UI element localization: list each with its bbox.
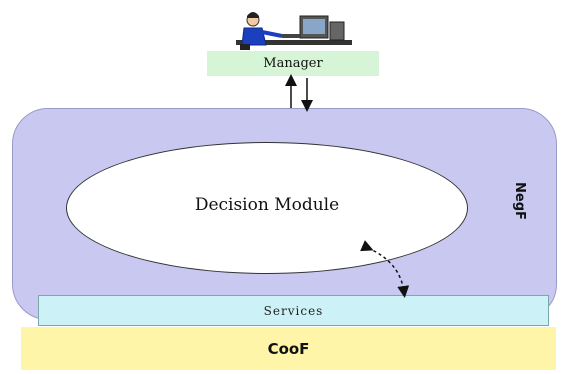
services-box: Services: [38, 295, 549, 326]
manager-box: Manager: [207, 51, 379, 76]
computer-tower-icon: [329, 21, 345, 41]
decision-module-label: Decision Module: [194, 195, 340, 215]
coof-label: CooF: [267, 339, 310, 358]
desk-icon: [236, 40, 352, 45]
services-label: Services: [263, 303, 324, 318]
person-body-icon: [241, 27, 267, 46]
manager-label: Manager: [263, 56, 323, 71]
person-hair-icon: [247, 12, 259, 18]
keyboard-icon: [282, 34, 300, 38]
monitor-screen-icon: [303, 19, 325, 34]
dashed-arrow-decision-services: [360, 240, 410, 298]
coof-box: CooF: [21, 327, 556, 370]
chair-icon: [240, 44, 250, 50]
person-arm-icon: [261, 30, 283, 38]
